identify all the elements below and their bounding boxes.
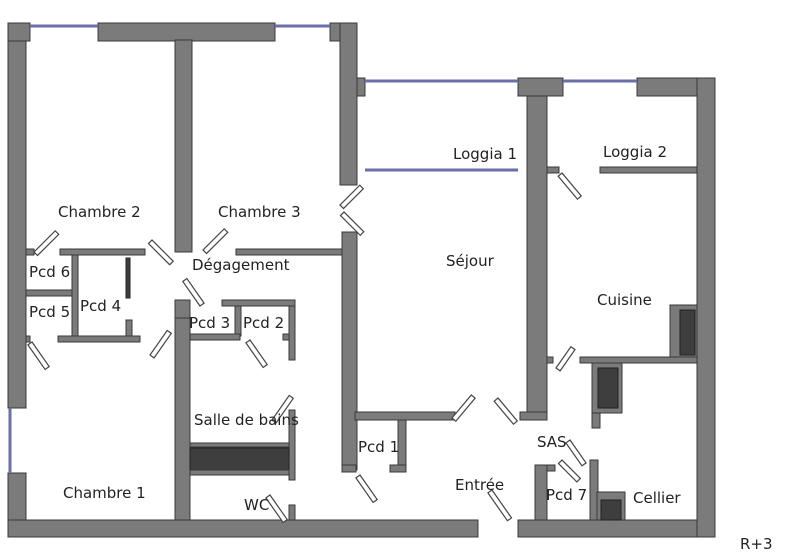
doors [27, 172, 587, 524]
label-pcd-7: Pcd 7 [546, 486, 587, 504]
label-pcd-4: Pcd 4 [80, 297, 121, 315]
label-cuisine: Cuisine [597, 291, 652, 309]
label-loggia-1: Loggia 1 [453, 145, 517, 163]
label-pcd-5: Pcd 5 [29, 303, 70, 321]
label-pcd-3: Pcd 3 [189, 314, 230, 332]
room-labels: Chambre 2 Chambre 3 Dégagement Loggia 1 … [29, 143, 773, 553]
level-label: R+3 [740, 535, 773, 553]
label-chambre-3: Chambre 3 [218, 203, 301, 221]
label-pcd-6: Pcd 6 [29, 263, 70, 281]
label-chambre-2: Chambre 2 [58, 203, 141, 221]
walls [7, 22, 716, 538]
label-loggia-2: Loggia 2 [603, 143, 667, 161]
label-pcd-1: Pcd 1 [358, 438, 399, 456]
label-chambre-1: Chambre 1 [63, 484, 146, 502]
label-sejour: Séjour [446, 252, 495, 270]
label-entree: Entrée [455, 476, 504, 494]
label-salle-de-bains: Salle de bains [194, 411, 299, 429]
label-degagement: Dégagement [192, 256, 290, 274]
label-wc: WC [244, 496, 269, 514]
label-sas: SAS [537, 433, 567, 451]
windows [8, 24, 637, 473]
label-cellier: Cellier [633, 489, 681, 507]
label-pcd-2: Pcd 2 [243, 314, 284, 332]
